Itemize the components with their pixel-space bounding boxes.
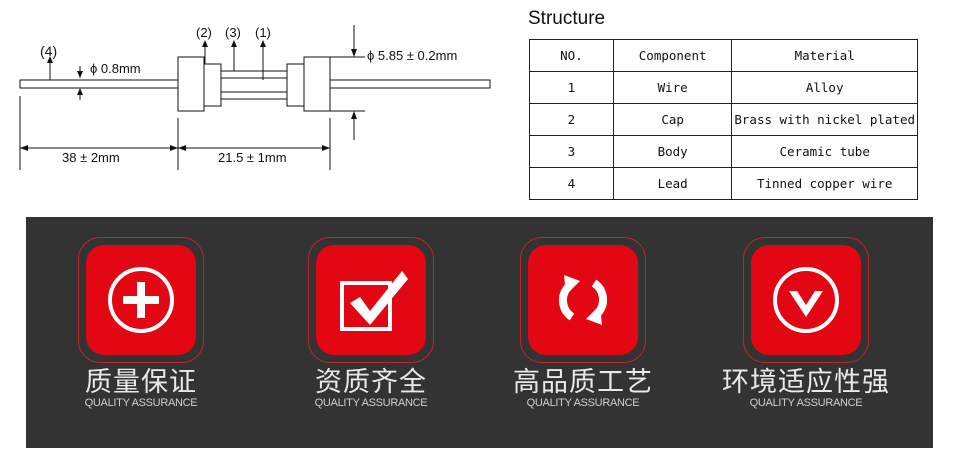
table-cell: Body (612, 135, 733, 168)
feature-caption: 资质齐全 QUALITY ASSURANCE (241, 367, 501, 409)
column-header: Material (731, 39, 918, 72)
table-row: 4 Lead Tinned copper wire (529, 167, 918, 200)
resistor-drawing: (4) (2) (3) (1) ϕ 0.8mm ϕ 5.85 ± 0.2mm 3… (0, 0, 520, 210)
table-cell: Lead (612, 167, 733, 200)
body-length-label: 21.5 ± 1mm (218, 150, 287, 165)
feature-title: 资质齐全 (315, 367, 427, 398)
feature-caption: 高品质工艺 QUALITY ASSURANCE (453, 367, 713, 409)
feature-title: 环境适应性强 (722, 367, 890, 398)
badge-tile (316, 245, 426, 355)
quality-badge (78, 237, 204, 363)
callout-wire: (1) (255, 25, 271, 40)
feature-title: 高品质工艺 (513, 367, 653, 398)
table-header-row: NO. Component Material (529, 39, 918, 72)
feature-subtitle: QUALITY ASSURANCE (526, 397, 640, 409)
table-cell: 1 (529, 71, 614, 104)
table-cell: Tinned copper wire (731, 167, 918, 200)
callout-cap: (2) (196, 25, 212, 40)
feature-title: 质量保证 (85, 367, 197, 398)
feature-band: 质量保证 QUALITY ASSURANCE 资质齐全 QUALITY ASSU… (26, 217, 933, 448)
table-row: 1 Wire Alloy (529, 71, 918, 104)
certification-badge (308, 237, 434, 363)
table-cell: 3 (529, 135, 614, 168)
resistor-outline (19, 25, 491, 170)
feature-subtitle: QUALITY ASSURANCE (84, 397, 198, 409)
refresh-icon (558, 275, 608, 325)
table-cell: Ceramic tube (731, 135, 918, 168)
column-header: Component (612, 39, 733, 72)
column-header: NO. (529, 39, 614, 72)
badge-tile (528, 245, 638, 355)
feature-subtitle: QUALITY ASSURANCE (314, 397, 428, 409)
table-cell: 2 (529, 103, 614, 136)
table-cell: Brass with nickel plated (731, 103, 918, 136)
structure-table: NO. Component Material 1 Wire Alloy 2 Ca… (529, 39, 918, 200)
badge-ring (520, 237, 646, 363)
table-cell: Wire (612, 71, 733, 104)
checkbox-icon (340, 271, 408, 331)
table-cell: Cap (612, 103, 733, 136)
callout-body: (3) (225, 25, 241, 40)
lead-length-label: 38 ± 2mm (62, 150, 120, 165)
badge-tile (751, 245, 861, 355)
badge-ring (743, 237, 869, 363)
craft-badge (520, 237, 646, 363)
feature-caption: 环境适应性强 QUALITY ASSURANCE (676, 367, 936, 409)
table-cell: Alloy (731, 71, 918, 104)
callout-lead: (4) (40, 43, 58, 59)
adaptability-badge (743, 237, 869, 363)
feature-caption: 质量保证 QUALITY ASSURANCE (11, 367, 271, 409)
structure-title: Structure (528, 8, 606, 29)
lead-diameter-label: ϕ 0.8mm (90, 61, 141, 76)
table-row: 3 Body Ceramic tube (529, 135, 918, 168)
table-row: 2 Cap Brass with nickel plated (529, 103, 918, 136)
body-diameter-label: ϕ 5.85 ± 0.2mm (367, 48, 458, 63)
chevron-down-icon (773, 267, 839, 333)
feature-subtitle: QUALITY ASSURANCE (749, 397, 863, 409)
badge-ring (308, 237, 434, 363)
table-cell: 4 (529, 167, 614, 200)
badge-ring (78, 237, 204, 363)
badge-tile (86, 245, 196, 355)
plus-icon (108, 267, 174, 333)
